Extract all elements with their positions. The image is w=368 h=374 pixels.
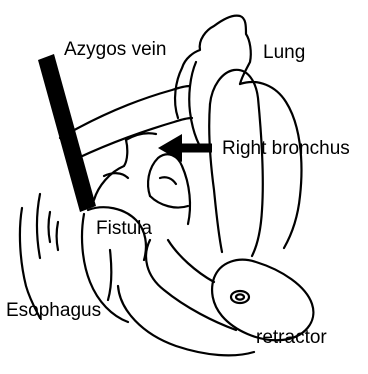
retractor-screw-inner: [236, 294, 244, 299]
lung-upper-lobe: [189, 62, 202, 150]
label-retractor: retractor: [256, 327, 327, 348]
dark-bar: [38, 54, 96, 212]
esophagus-lower-edge: [108, 250, 111, 300]
label-azygos-vein: Azygos vein: [64, 39, 166, 60]
esophagus-striation-3: [57, 222, 59, 250]
lung-inner-lobe-left-edge: [209, 104, 222, 252]
label-lung: Lung: [263, 42, 305, 63]
lung-outline: [175, 16, 251, 118]
label-right-bronchus: Right bronchus: [222, 138, 350, 159]
lung-right-edge: [240, 82, 301, 248]
bronchus-cartilage-2: [160, 177, 176, 184]
bronchus-tube-right: [148, 154, 190, 224]
esophagus-striation-1: [37, 194, 40, 258]
label-esophagus: Esophagus: [6, 300, 101, 321]
lower-lobe-outer: [118, 286, 254, 355]
esophagus-striation-2: [49, 212, 51, 242]
label-fistula: Fistula: [96, 218, 152, 239]
retractor-screw: [231, 291, 249, 303]
bronchus-junction: [126, 133, 156, 140]
lower-lobe-inner: [168, 240, 214, 282]
bronchus-wall: [150, 196, 188, 208]
azygos-vein-upper: [60, 86, 190, 138]
arrow-left-icon: [158, 134, 182, 162]
